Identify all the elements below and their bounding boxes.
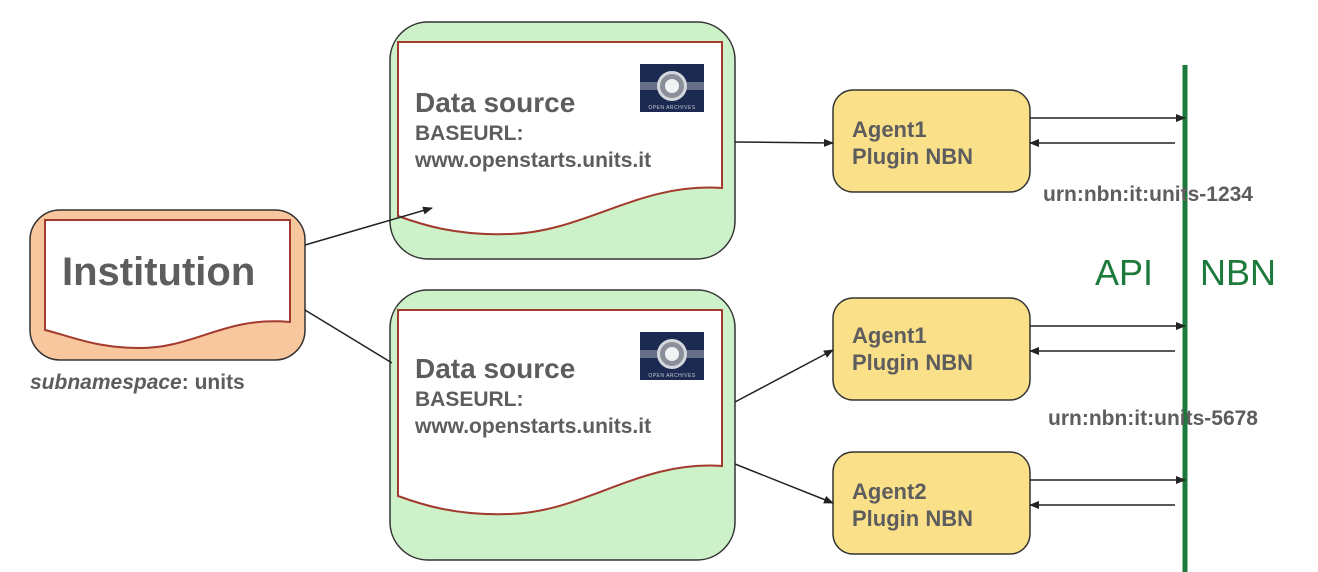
agent-2-plugin: Plugin NBN bbox=[852, 350, 973, 375]
urn-label-2: urn:nbn:it:units-5678 bbox=[1048, 407, 1258, 430]
agent-3-name: Agent2 bbox=[852, 479, 927, 504]
datasource-1-baseurl-label: BASEURL: bbox=[415, 122, 524, 145]
arrow-institution-to-datasource-1 bbox=[304, 206, 433, 246]
urn-label-1: urn:nbn:it:units-1234 bbox=[1043, 183, 1253, 206]
institution-label: Institution bbox=[62, 250, 256, 294]
institution-document bbox=[44, 219, 291, 350]
datasource-2-baseurl-label: BASEURL: bbox=[415, 388, 524, 411]
arrow-datasource-2-to-agent-2 bbox=[734, 349, 834, 403]
open-archives-logo-icon: OPEN ARCHIVES bbox=[640, 64, 704, 112]
arrow-datasource-1-to-agent-1 bbox=[734, 138, 834, 147]
agent-1-name: Agent1 bbox=[852, 117, 927, 142]
arrow-datasource-2-to-agent-3 bbox=[734, 463, 834, 504]
open-archives-logo-icon: OPEN ARCHIVES bbox=[640, 332, 704, 380]
agent-3-plugin: Plugin NBN bbox=[852, 506, 973, 531]
line-institution-to-datasource-2 bbox=[304, 309, 393, 364]
agent-2-name: Agent1 bbox=[852, 323, 927, 348]
datasource-1-baseurl-value: www.openstarts.units.it bbox=[415, 149, 652, 172]
subnamespace-prefix: subnamespace bbox=[30, 371, 182, 394]
logo-caption: OPEN ARCHIVES bbox=[648, 105, 696, 111]
logo-caption: OPEN ARCHIVES bbox=[648, 373, 696, 379]
datasource-2-baseurl-value: www.openstarts.units.it bbox=[415, 415, 652, 438]
api-label: API bbox=[1095, 252, 1154, 293]
nbn-label: NBN bbox=[1200, 252, 1277, 293]
agent-1-plugin: Plugin NBN bbox=[852, 144, 973, 169]
subnamespace-label: subnamespace: units bbox=[30, 371, 245, 395]
subnamespace-value: : units bbox=[181, 371, 245, 394]
datasource-1-title: Data source bbox=[415, 87, 576, 118]
datasource-2-title: Data source bbox=[415, 353, 576, 384]
